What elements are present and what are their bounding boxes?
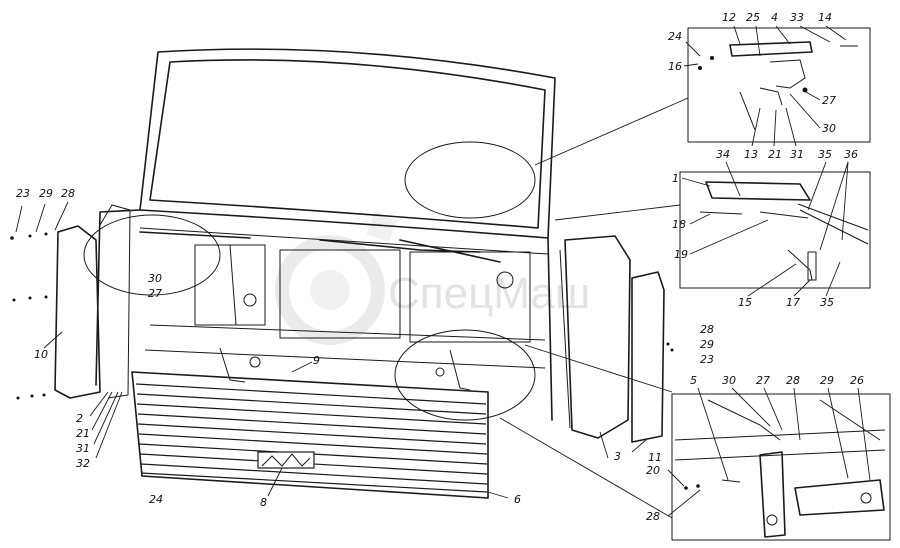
callout-16: 16 [668,60,682,73]
callout-21-inset: 21 [768,148,782,161]
watermark-gear-logo [275,211,398,345]
detail-ellipse-left [83,214,221,296]
left-trim-panel [54,204,131,399]
callout-15: 15 [738,296,752,309]
callout-34: 34 [716,148,730,161]
callout-5: 5 [690,374,697,387]
inset-bracket-parts [674,399,886,538]
callout-28-right: 28 [700,323,714,336]
callout-4: 4 [771,11,778,24]
callout-32: 32 [76,457,90,470]
callout-21-left: 21 [76,427,90,440]
callout-35-top: 35 [818,148,832,161]
callout-31-inset: 31 [790,148,804,161]
callout-30-ellipse: 30 [148,272,162,285]
right-trim-panel-11 [631,271,665,443]
callout-8: 8 [260,496,267,509]
detail-ellipse-top [404,141,536,219]
callout-27-lower: 27 [756,374,770,387]
callout-14: 14 [818,11,832,24]
watermark-text: СпецМаш [388,269,590,318]
wiper-assembly [139,231,501,263]
callout-1: 1 [672,172,679,185]
callout-6: 6 [514,493,521,506]
callout-36: 36 [844,148,858,161]
callout-28-bottom: 28 [646,510,660,523]
callout-25: 25 [746,11,760,24]
callout-18: 18 [672,218,686,231]
right-trim-panel-3 [559,235,631,439]
callout-2: 2 [76,412,83,425]
callout-23-right: 23 [700,353,714,366]
callout-30-lower: 30 [722,374,736,387]
callout-30-inset: 30 [822,122,836,135]
callout-labels: 23 29 28 10 2 21 31 32 24 8 6 9 30 27 3 … [16,11,864,523]
callout-13: 13 [744,148,758,161]
callout-29-left: 29 [39,187,53,200]
inset-wiper-parts [699,181,869,281]
callout-10: 10 [34,348,48,361]
callout-11: 11 [648,451,662,464]
callout-3: 3 [614,450,621,463]
callout-33: 33 [790,11,804,24]
cab-outline [95,48,556,421]
callout-24-bottom: 24 [149,493,163,506]
callout-17: 17 [786,296,800,309]
callout-19: 19 [674,248,688,261]
callout-12: 12 [722,11,736,24]
detail-ellipse-lower [394,329,536,421]
fastener-dots [10,232,700,490]
inset-bracket-detail [671,393,891,541]
lower-bracket-details [219,347,471,391]
callout-28-lower: 28 [786,374,800,387]
callout-31-left: 31 [76,442,90,455]
callout-9: 9 [313,354,320,367]
maz-emblem [257,451,315,469]
inset-hinge-parts [698,41,858,131]
callout-24-inset: 24 [668,30,682,43]
callout-23-left: 23 [16,187,30,200]
callout-35-bottom: 35 [820,296,834,309]
callout-29-lower: 29 [820,374,834,387]
callout-29-right: 29 [700,338,714,351]
callout-26: 26 [850,374,864,387]
callout-20: 20 [646,464,660,477]
inset-wiper-detail [679,171,871,289]
callout-28-left: 28 [61,187,75,200]
callout-27-ellipse: 27 [148,287,162,300]
inset-hinge-detail [687,27,871,143]
grille [131,371,489,499]
callout-27-inset: 27 [822,94,836,107]
